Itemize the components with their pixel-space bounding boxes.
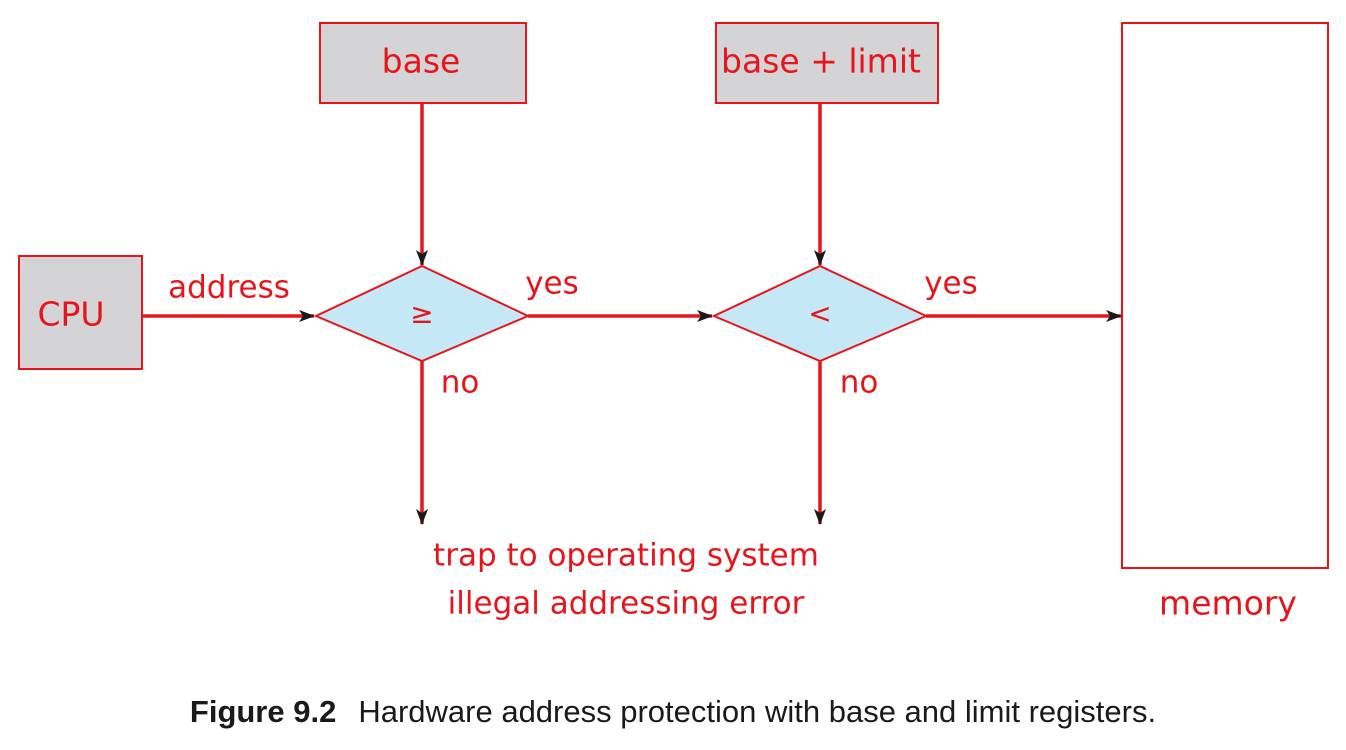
cpu-label: CPU: [37, 295, 104, 334]
yes-label-lt: yes: [924, 266, 978, 302]
address-label: address: [168, 270, 290, 306]
memory-label: memory: [1159, 584, 1297, 623]
base-limit-register-label: base + limit: [721, 42, 921, 81]
trap-label-line2: illegal addressing error: [448, 586, 805, 622]
yes-label-ge: yes: [525, 266, 579, 302]
base-register-box: [319, 22, 527, 104]
trap-label-line1: trap to operating system: [433, 538, 819, 574]
ge-comparison-diamond: [313, 264, 531, 363]
base-register-label: base: [382, 42, 461, 81]
lt-comparison-symbol: <: [808, 297, 831, 330]
memory-box: [1121, 22, 1329, 569]
figure-caption: Figure 9.2 Hardware address protection wi…: [0, 694, 1346, 730]
lt-comparison-diamond: [711, 264, 929, 363]
no-label-lt: no: [840, 365, 879, 401]
no-label-ge: no: [441, 365, 480, 401]
ge-comparison-symbol: ≥: [410, 297, 433, 330]
base-limit-register-box: [715, 22, 939, 104]
figure-caption-text: Hardware address protection with base an…: [358, 694, 1157, 729]
figure-number: Figure 9.2: [189, 694, 337, 729]
cpu-box: [18, 255, 143, 370]
